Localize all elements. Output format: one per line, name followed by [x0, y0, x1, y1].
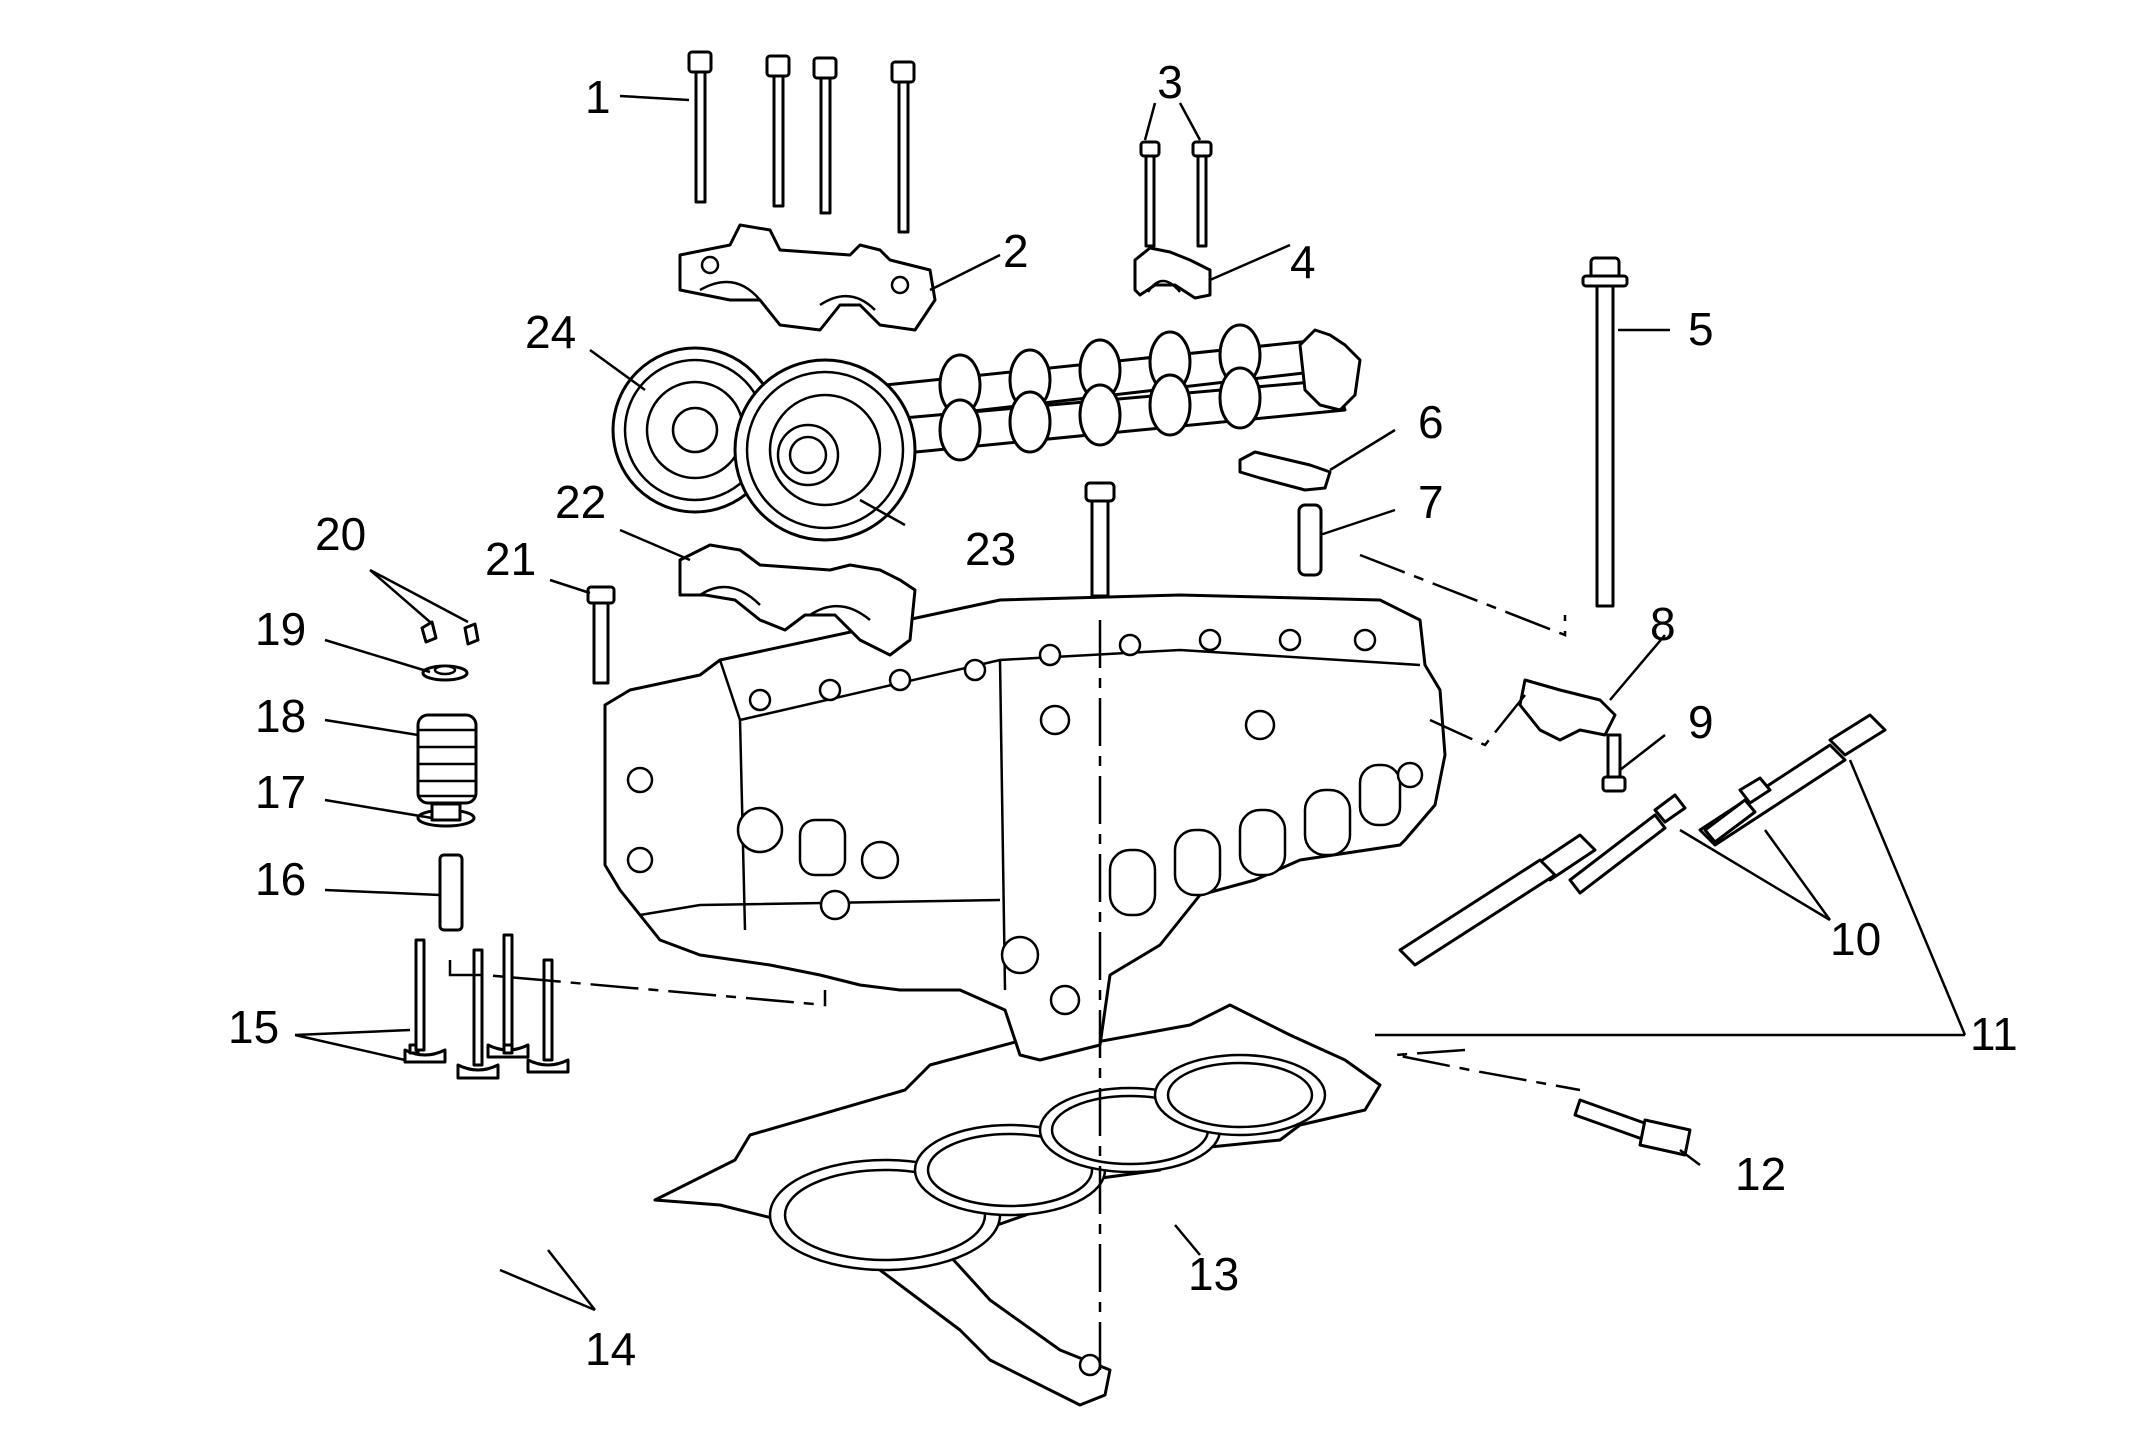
camshaft-position-sensor	[1518, 678, 1617, 742]
callout-11: 11	[1970, 1008, 2018, 1060]
callout-1: 1	[585, 71, 611, 123]
callout-8: 8	[1650, 598, 1676, 650]
valve-keepers	[420, 620, 480, 646]
callout-12: 12	[1735, 1148, 1786, 1200]
valve-guide	[438, 853, 464, 932]
cylinder-head-gasket	[653, 1003, 1382, 1407]
callout-24: 24	[525, 306, 576, 358]
side-bolt	[586, 585, 616, 685]
glow-plugs	[1568, 776, 1772, 895]
sensor-bolt	[1601, 733, 1627, 793]
callout-15: 15	[228, 1001, 279, 1053]
callout-23: 23	[965, 523, 1016, 575]
callout-7: 7	[1418, 476, 1444, 528]
callout-labels: 1 2 3 4 5 6 7 8 9 10 11 12 13 14 15 16 1…	[228, 56, 2018, 1375]
callout-2: 2	[1003, 225, 1029, 277]
camshaft-cap-bolts	[687, 50, 916, 234]
alignment-lines	[448, 553, 1581, 1380]
head-bolt-center	[1084, 481, 1116, 598]
callout-20: 20	[315, 508, 366, 560]
valve-stem-seal	[416, 802, 476, 828]
callout-22: 22	[555, 476, 606, 528]
camshafts	[878, 323, 1362, 462]
callout-13: 13	[1188, 1248, 1239, 1300]
valves	[403, 933, 570, 1080]
cylinder-head-bolt	[1581, 256, 1629, 608]
callout-19: 19	[255, 603, 306, 655]
valve-spring-retainer	[421, 664, 469, 682]
callout-21: 21	[485, 533, 536, 585]
small-cap-bolts	[1139, 140, 1213, 248]
callout-9: 9	[1688, 696, 1714, 748]
leader-lines	[294, 94, 1967, 1312]
camshaft-bearing-cap-small	[1133, 246, 1212, 300]
callout-10: 10	[1830, 913, 1881, 965]
stud	[1573, 1098, 1692, 1157]
callout-17: 17	[255, 766, 306, 818]
callout-3: 3	[1157, 56, 1183, 108]
callout-6: 6	[1418, 396, 1444, 448]
cylinder-head	[603, 593, 1447, 1062]
callout-5: 5	[1688, 303, 1714, 355]
callout-14: 14	[585, 1323, 636, 1375]
callout-4: 4	[1290, 236, 1316, 288]
camshaft-gear-right	[733, 358, 917, 542]
valve-spring	[416, 713, 478, 805]
callout-18: 18	[255, 690, 306, 742]
rocker-arm	[1238, 450, 1332, 492]
camshaft-bearing-cap-rear	[678, 543, 917, 657]
hydraulic-lifter	[1297, 503, 1323, 577]
callout-16: 16	[255, 853, 306, 905]
camshaft-bearing-cap-front	[678, 223, 937, 332]
